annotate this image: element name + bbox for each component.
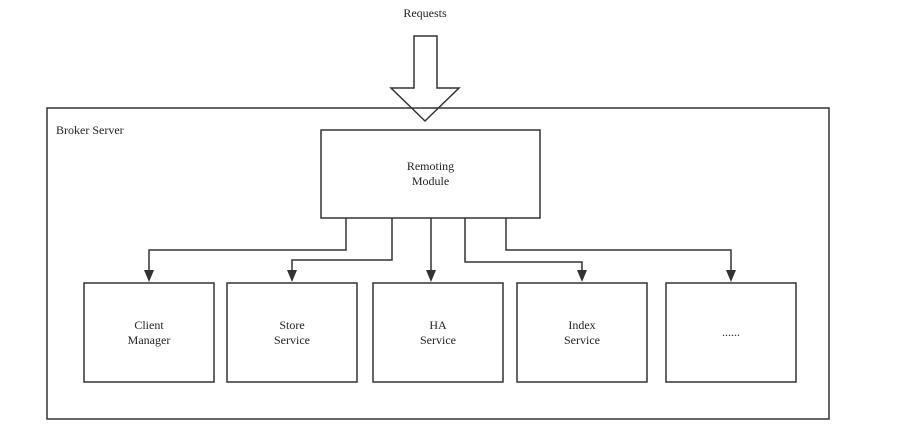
connector-index-service [464, 218, 583, 272]
remoting-module-box [320, 129, 541, 219]
arrowhead-ha-service [426, 270, 436, 282]
arrowhead-client-manager [144, 270, 154, 282]
client-manager-label: Client Manager [84, 283, 214, 382]
remoting-module-line1: Remoting [406, 159, 455, 173]
client-manager-line2: Manager [127, 332, 171, 347]
client-manager-line1: Client [134, 317, 164, 332]
store-service-line2: Service [274, 332, 310, 347]
requests-arrow [389, 35, 461, 123]
client-manager-box [83, 282, 215, 383]
broker-server-container [46, 107, 830, 420]
index-service-box [516, 282, 648, 383]
index-service-line1: Index [568, 317, 596, 332]
store-service-line1: Store [279, 317, 305, 332]
store-service-label: Store Service [227, 283, 357, 382]
more-modules-box [665, 282, 797, 383]
broker-server-label: Broker Server [56, 123, 124, 137]
ha-service-label: HA Service [373, 283, 503, 382]
remoting-module-line2: Module [411, 174, 450, 188]
remoting-module-label: Remoting Module [321, 130, 540, 218]
connector-more [505, 218, 732, 272]
connector-client-manager [148, 218, 347, 272]
store-service-box [226, 282, 358, 383]
more-modules-line1: ...... [722, 325, 740, 339]
ha-service-box [372, 282, 504, 383]
ha-service-line1: HA [429, 317, 447, 332]
connector-store-service [291, 218, 393, 272]
index-service-line2: Service [564, 332, 600, 347]
arrowhead-index-service [577, 270, 587, 282]
ha-service-line2: Service [420, 332, 456, 347]
more-modules-label: ...... [666, 283, 796, 382]
arrowhead-store-service [287, 270, 297, 282]
index-service-label: Index Service [517, 283, 647, 382]
requests-label: Requests [403, 6, 447, 20]
arrowhead-more [726, 270, 736, 282]
